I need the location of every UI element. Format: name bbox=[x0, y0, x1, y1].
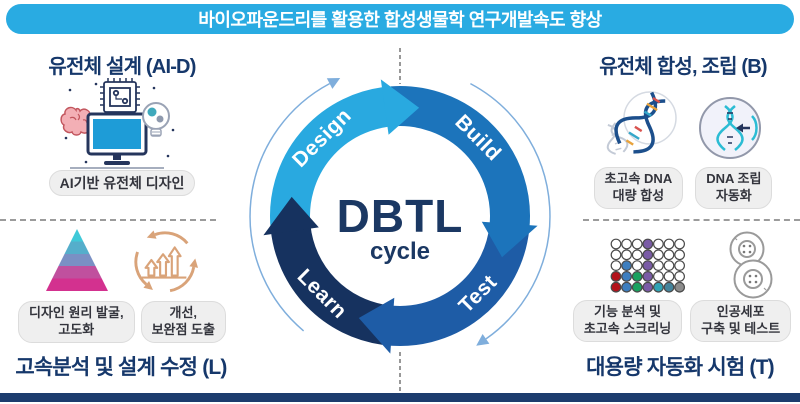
plate-well bbox=[610, 249, 622, 261]
tag-ai-genome-design: AI기반 유전체 디자인 bbox=[48, 170, 196, 197]
plate-well bbox=[621, 281, 633, 293]
dna-helix-main bbox=[614, 91, 666, 154]
tag-design-principle: 디자인 원리 발굴, 고도화 bbox=[18, 301, 135, 343]
learn-arrowhead bbox=[263, 196, 319, 236]
plate-well bbox=[663, 249, 675, 261]
plate-well bbox=[631, 260, 643, 271]
plate-well bbox=[642, 260, 654, 271]
dna-helix-icon bbox=[606, 91, 677, 155]
growth-arrows bbox=[141, 246, 187, 279]
plate-well bbox=[610, 238, 622, 250]
bulb-gears-icon bbox=[142, 102, 170, 137]
learn-tags: 디자인 원리 발굴, 고도화 개선, 보완점 도출 bbox=[6, 301, 238, 343]
plate-well bbox=[642, 281, 654, 293]
plate-well bbox=[610, 281, 622, 293]
plate-well bbox=[610, 260, 622, 271]
header-banner: 바이오파운드리를 활용한 합성생물학 연구개발속도 향상 bbox=[6, 4, 794, 34]
plate-well bbox=[631, 281, 643, 293]
section-title-genome-build: 유전체 합성, 조립 (B) bbox=[599, 56, 767, 78]
base-pairs bbox=[727, 112, 733, 144]
design-tags: AI기반 유전체 디자인 bbox=[8, 170, 236, 197]
arrowheads bbox=[143, 230, 199, 290]
plate-well bbox=[663, 281, 675, 293]
plate-well bbox=[674, 271, 685, 282]
dna-assembly-circle-icon bbox=[699, 97, 761, 159]
right-dashed-divider bbox=[583, 219, 800, 221]
plate-well bbox=[653, 238, 664, 250]
tag-artificial-cell: 인공세포 구축 및 테스트 bbox=[690, 300, 792, 342]
plate-well bbox=[642, 238, 654, 250]
improvement-arrows-icon bbox=[134, 230, 199, 293]
plate-well bbox=[642, 271, 654, 282]
cell-ticks bbox=[734, 237, 767, 295]
cell-top-dots bbox=[742, 244, 752, 254]
plate-well bbox=[621, 271, 633, 282]
plate-well bbox=[663, 238, 675, 250]
cpu-chip-icon bbox=[100, 78, 140, 116]
plate-well bbox=[674, 249, 685, 261]
plate-well bbox=[663, 260, 675, 271]
cell-bottom bbox=[733, 259, 773, 299]
section-title-test: 대용량 자동화 시험 (T) bbox=[586, 356, 774, 379]
decor-dots bbox=[64, 82, 175, 164]
left-dashed-divider bbox=[0, 219, 216, 221]
plate-well bbox=[631, 249, 643, 261]
plate-well bbox=[631, 238, 643, 250]
dbtl-center-title: DBTL bbox=[337, 190, 464, 242]
plate-well bbox=[621, 238, 633, 250]
plate-well bbox=[674, 238, 685, 250]
dbtl-center-subtitle: cycle bbox=[370, 238, 430, 265]
section-title-genome-design: 유전체 설계 (AI-D) bbox=[48, 56, 196, 78]
pyramid-icon bbox=[46, 229, 108, 291]
test-arrowhead bbox=[358, 297, 395, 354]
plate-well bbox=[642, 249, 654, 261]
ai-computer-illustration bbox=[60, 78, 175, 173]
tag-highspeed-dna-synthesis: 초고속 DNA 대량 합성 bbox=[593, 167, 684, 209]
header-title: 바이오파운드리를 활용한 합성생물학 연구개발속도 향상 bbox=[198, 10, 602, 30]
plate-well bbox=[631, 271, 643, 282]
cell-bottom-dots bbox=[748, 274, 758, 284]
circular-arrows bbox=[134, 231, 196, 293]
plate-well bbox=[610, 271, 622, 282]
dna-helix-faint bbox=[606, 122, 629, 155]
plate-well bbox=[653, 281, 664, 293]
plate-well bbox=[674, 260, 685, 271]
plate-well bbox=[653, 260, 664, 271]
plate-well bbox=[621, 260, 633, 271]
build-tags: 초고속 DNA 대량 합성 DNA 조립 자동화 bbox=[570, 167, 796, 209]
outer-guide-circle bbox=[249, 78, 551, 346]
plate-well bbox=[653, 271, 664, 282]
plate-well bbox=[674, 281, 685, 293]
test-tags: 기능 분석 및 초고속 스크리닝 인공세포 구축 및 테스트 bbox=[566, 300, 798, 342]
design-arrowhead bbox=[380, 79, 420, 135]
plate-well bbox=[621, 249, 633, 261]
brain-icon bbox=[60, 106, 95, 136]
section-title-learn: 고속분석 및 설계 수정 (L) bbox=[15, 356, 227, 379]
monitor-icon bbox=[86, 112, 148, 165]
tag-function-screening: 기능 분석 및 초고속 스크리닝 bbox=[572, 300, 683, 342]
dbtl-cycle-diagram: Design Build Test Learn DBTL cycle bbox=[249, 48, 551, 392]
microplate-icon bbox=[610, 238, 685, 293]
left-arrow bbox=[736, 123, 750, 133]
plate-well bbox=[663, 271, 675, 282]
tag-dna-assembly-automation: DNA 조립 자동화 bbox=[695, 167, 773, 209]
build-arrowhead bbox=[481, 221, 538, 258]
plate-well bbox=[653, 249, 664, 261]
footer-bar bbox=[0, 393, 800, 402]
tag-improvement: 개선, 보완점 도출 bbox=[140, 301, 226, 343]
artificial-cells-icon bbox=[729, 231, 773, 299]
